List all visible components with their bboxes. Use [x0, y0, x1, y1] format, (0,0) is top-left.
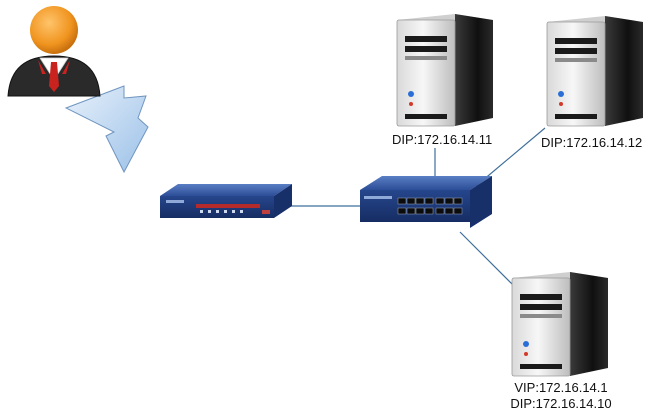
router-icon — [160, 184, 292, 218]
server3-vip-label: VIP:172.16.14.1 — [514, 380, 608, 395]
server-icon — [546, 16, 643, 127]
server-icon — [511, 272, 608, 377]
server3-dip-label: DIP:172.16.14.10 — [510, 396, 612, 411]
link-switch-server3 — [459, 231, 521, 293]
server2-dip-label: DIP:172.16.14.12 — [541, 135, 643, 150]
server1-dip-label: DIP:172.16.14.11 — [392, 132, 493, 147]
switch-icon — [360, 176, 492, 228]
user-icon — [7, 6, 101, 97]
arrow-icon — [64, 85, 149, 174]
server-icon — [396, 14, 493, 127]
